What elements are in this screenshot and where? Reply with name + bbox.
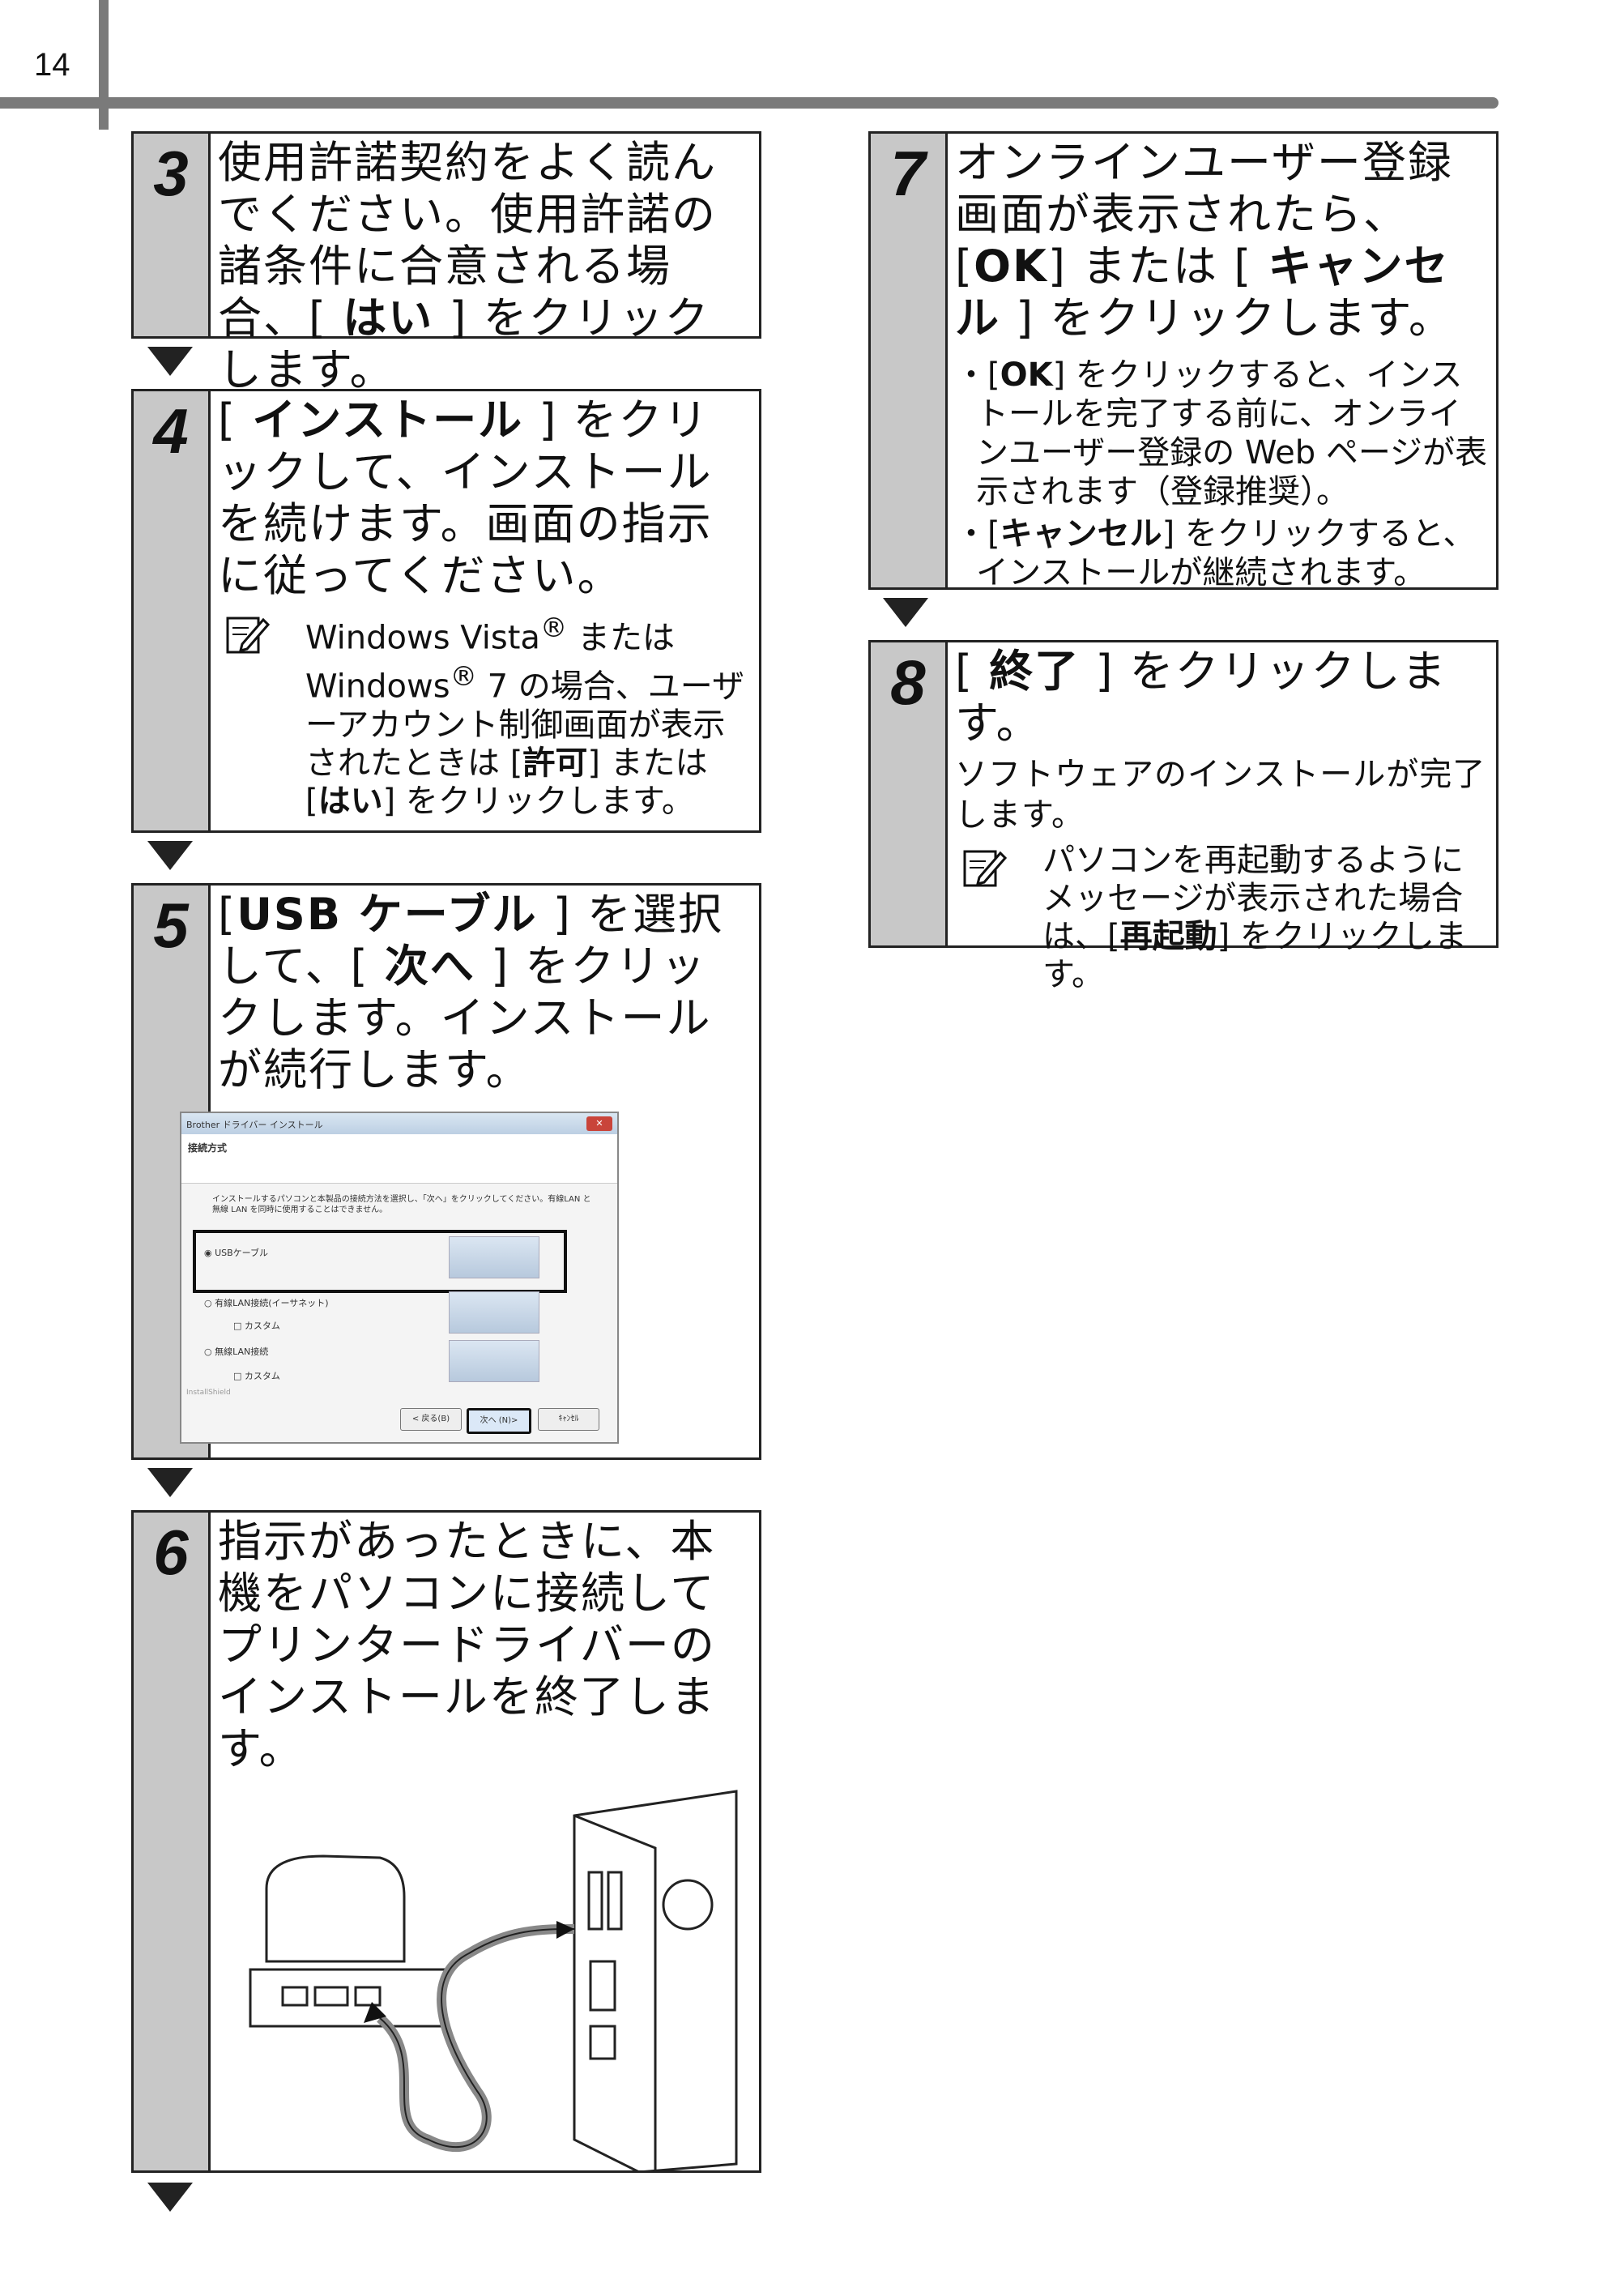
step-number: 5 [153,890,189,961]
down-arrow-icon [147,841,193,870]
step-8: 8 [ 終了 ] をクリックします。 ソフトウェアのインストールが完了します。 … [868,640,1498,993]
next-button[interactable]: 次へ (N)> [467,1408,531,1434]
dialog-instruction: インストールするパソコンと本製品の接続方法を選択し、「次へ」をクリックしてくださ… [212,1195,591,1214]
step-number: 6 [153,1517,189,1588]
note-pencil-icon [963,850,1007,887]
step-7: 7 オンラインユーザー登録画面が表示されたら、[OK] または [ キャンセル … [868,131,1498,592]
down-arrow-icon [147,1468,193,1497]
step-4-text: [ インストール ] をクリックして、インストールを続けます。画面の指示に従って… [218,395,713,601]
cancel-button[interactable]: ｷｬﾝｾﾙ [538,1408,599,1431]
wireless-image [449,1340,539,1382]
custom-checkbox[interactable]: □ カスタム [233,1321,280,1331]
bullet-cancel: ・[キャンセル] をクリックすると、インストールが継続されます。 [955,515,1476,591]
lan-cable-image [449,1291,539,1334]
down-arrow-icon [883,598,928,627]
wired-lan-radio[interactable]: ○ 有線LAN接続(イーサネット) [204,1298,329,1308]
step-6-text: 指示があったときに、本機をパソコンに接続してプリンタードライバーのインストールを… [218,1516,716,1774]
step-number-box: 8 [871,642,948,945]
step-number-box: 6 [134,1513,211,2170]
step-7-text: オンラインユーザー登録画面が表示されたら、[OK] または [ キャンセル ] … [955,137,1454,344]
back-button[interactable]: < 戻る(B) [400,1408,462,1431]
step-6: 6 指示があったときに、本機をパソコンに接続してプリンタードライバーのインストー… [131,1510,761,2173]
usb-selection-highlight [193,1230,567,1293]
down-arrow-icon [147,347,193,376]
installer-dialog-screenshot: Brother ドライバー インストール ✕ 接続方式 インストールするパソコン… [180,1112,619,1444]
step-number-box: 4 [134,391,211,830]
dialog-title: Brother ドライバー インストール [186,1120,323,1130]
step-8-text: [ 終了 ] をクリックします。 [955,646,1447,749]
step-number: 4 [153,395,189,467]
header-horizontal-rule [0,97,1498,109]
step-number: 8 [890,647,926,718]
step-8-subtext: ソフトウェアのインストールが完了します。 [955,756,1486,834]
step-number-box: 3 [134,134,211,336]
step-3: 3 使用許諾契約をよく読んでください。使用許諾の諸条件に合意される場合、[ はい… [131,131,761,395]
step-8-note: パソコンを再起動するようにメッセージが表示された場合は、[再起動] をクリックし… [955,842,1488,994]
bullet-ok: ・[OK] をクリックすると、インストールを完了する前に、オンラインユーザー登録… [955,356,1488,510]
step-4-note: Windows Vista® または Windows® 7 の場合、ユーザーアカ… [218,608,751,821]
header-vertical-rule [99,0,109,130]
step-3-text: 使用許諾契約をよく読んでください。使用許諾の諸条件に合意される場合、[ はい ]… [218,137,717,395]
step-number: 3 [153,138,189,209]
step-7-bullets: ・[OK] をクリックすると、インストールを完了する前に、オンラインユーザー登録… [955,356,1488,592]
usb-connection-illustration [249,1790,738,2172]
down-arrow-icon [147,2183,193,2212]
close-icon[interactable]: ✕ [586,1116,612,1131]
note-pencil-icon [226,617,270,654]
dialog-header-title: 接続方式 [188,1142,228,1154]
step-number-box: 7 [871,134,948,587]
step-number: 7 [890,138,926,209]
installshield-label: InstallShield [186,1389,231,1397]
page-number: 14 [34,47,70,83]
step-4: 4 [ インストール ] をクリックして、インストールを続けます。画面の指示に従… [131,389,761,833]
usb-cable-radio[interactable]: ◉ USBケーブル [204,1248,269,1258]
dialog-header: 接続方式 [181,1134,617,1184]
dialog-titlebar: Brother ドライバー インストール ✕ [181,1113,617,1134]
step-5-text: [USB ケーブル ] を選択して、[ 次へ ] をクリックします。インストール… [218,889,723,1095]
wireless-lan-radio[interactable]: ○ 無線LAN接続 [204,1346,269,1357]
custom-checkbox[interactable]: □ カスタム [233,1371,280,1381]
usb-cable-image [449,1236,539,1278]
